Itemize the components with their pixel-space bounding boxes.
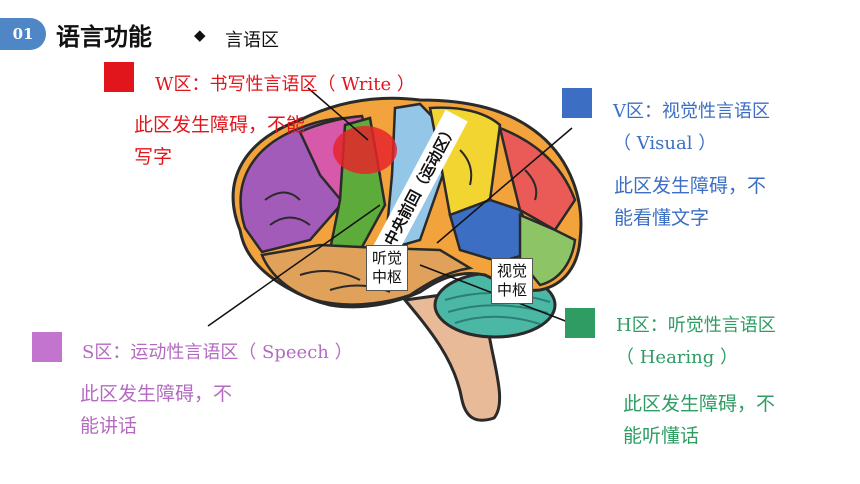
s-region-label: S区：运动性言语区（ Speech ）	[82, 342, 353, 363]
s-region-color-swatch	[32, 332, 62, 362]
w-desc-line-2: 写字	[134, 146, 173, 168]
s-region-description: 此区发生障碍，不 能讲话	[80, 378, 232, 442]
h-desc-line-1: 此区发生障碍，不	[623, 393, 776, 415]
h-region-description: 此区发生障碍，不 能听懂话	[623, 388, 775, 452]
v-region-label: V区：视觉性言语区 （ Visual ）	[613, 96, 770, 160]
h-region-color-swatch	[565, 308, 595, 338]
h-desc-line-2: 能听懂话	[623, 425, 700, 447]
v-label-line-1: V区：视觉性言语区	[613, 101, 770, 122]
v-desc-line-1: 此区发生障碍，不	[614, 175, 767, 197]
v-region-color-swatch	[562, 88, 592, 118]
h-label-line-1: H区：听觉性言语区	[616, 315, 776, 336]
v-region-description: 此区发生障碍，不 能看懂文字	[614, 170, 766, 234]
s-desc-line-1: 此区发生障碍，不	[80, 383, 233, 405]
h-label-line-2: （ Hearing ）	[616, 347, 739, 368]
page-subtitle: 言语区	[225, 30, 279, 51]
visual-center-line-2: 中枢	[497, 281, 528, 299]
h-region-label: H区：听觉性言语区 （ Hearing ）	[616, 310, 776, 374]
section-number-badge: 01	[0, 18, 46, 50]
v-desc-line-2: 能看懂文字	[614, 207, 710, 229]
auditory-center-line-2: 中枢	[372, 268, 403, 286]
w-region-label: W区：书写性言语区（ Write ）	[155, 74, 415, 95]
page-title: 语言功能	[56, 23, 152, 51]
visual-center-line-1: 视觉	[497, 262, 528, 280]
visual-center-label: 视觉 中枢	[491, 258, 534, 304]
diamond-bullet-icon: ◆	[194, 26, 206, 44]
w-region-description: 此区发生障碍，不能 写字	[134, 109, 305, 173]
auditory-center-label: 听觉 中枢	[366, 245, 409, 291]
auditory-center-line-1: 听觉	[372, 249, 403, 267]
s-desc-line-2: 能讲话	[80, 415, 138, 437]
w-region-color-swatch	[104, 62, 134, 92]
w-desc-line-1: 此区发生障碍，不能	[134, 114, 306, 136]
v-label-line-2: （ Visual ）	[613, 133, 717, 154]
